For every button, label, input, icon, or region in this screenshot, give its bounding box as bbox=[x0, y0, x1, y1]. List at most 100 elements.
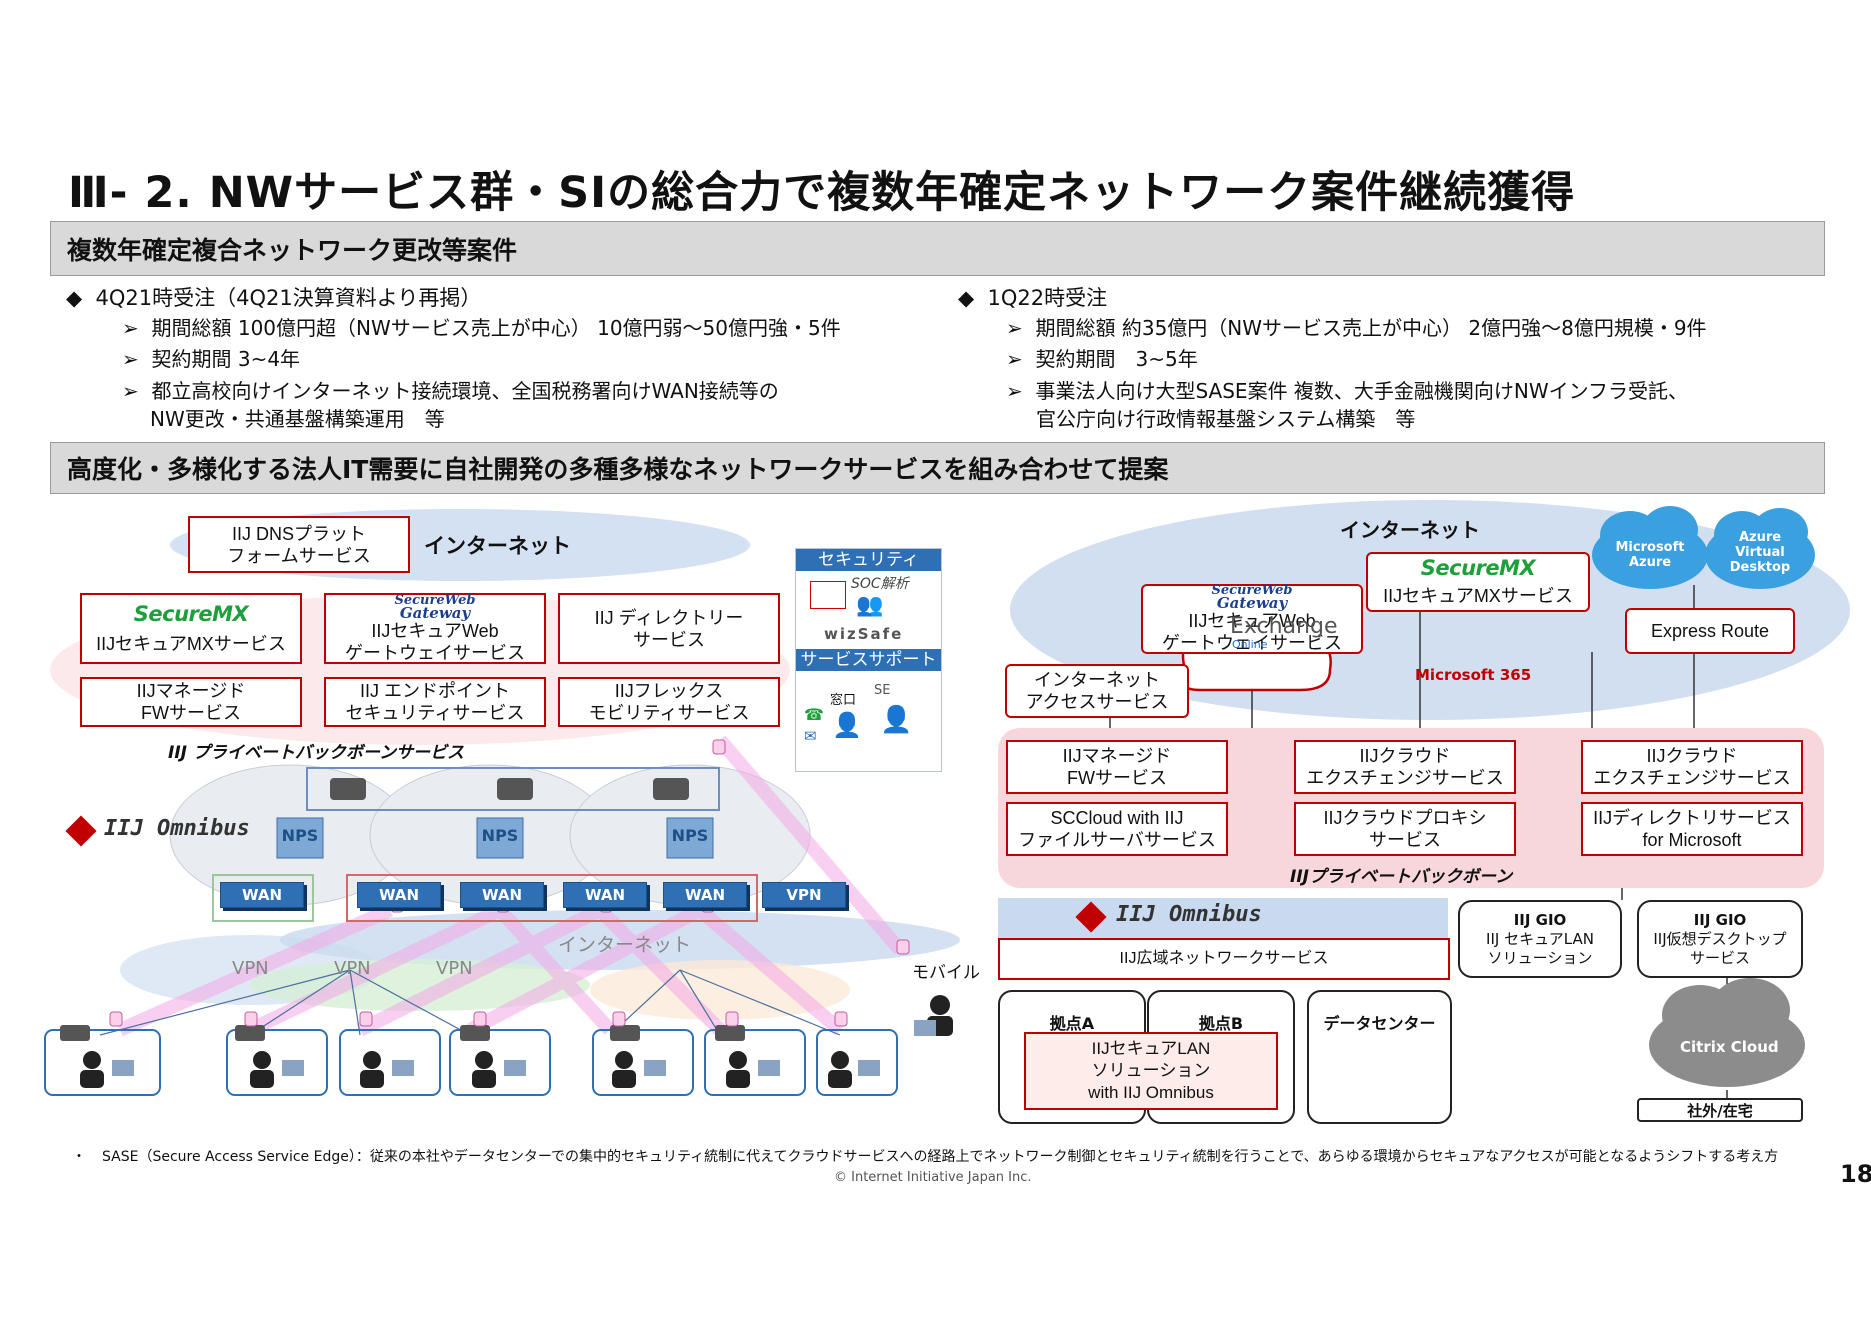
left-item-text: 契約期間 3~4年 bbox=[151, 347, 301, 371]
nps-label-2: NPS bbox=[481, 826, 519, 845]
box-line: IIJセキュアWeb bbox=[371, 620, 499, 641]
box-line: ソリューション bbox=[1091, 1061, 1211, 1080]
box-line: ゲートウェイサービス bbox=[345, 642, 525, 663]
right-bullet-head: ◆ 1Q22時受注 bbox=[958, 286, 1108, 310]
right-head-text: 1Q22時受注 bbox=[987, 286, 1108, 310]
managed-fw-box-right: IIJマネージド FWサービス bbox=[1006, 740, 1228, 794]
securemx-logo: SecureMX bbox=[133, 601, 249, 626]
wan-node-3: WAN bbox=[460, 882, 544, 908]
wan-node-4: WAN bbox=[563, 882, 647, 908]
azure-virtual-desktop-cloud: Azure Virtual Desktop bbox=[1705, 530, 1815, 575]
soc-label: SOC解析 bbox=[851, 576, 909, 592]
dns-platform-box: IIJ DNSプラット フォームサービス bbox=[188, 516, 410, 573]
securemx-logo: SecureMX bbox=[1420, 556, 1536, 580]
support-title: サービスサポート bbox=[796, 649, 941, 671]
box-line: IIJ ディレクトリー bbox=[594, 607, 744, 628]
box-line: エクスチェンジサービス bbox=[1593, 768, 1791, 788]
securemx-service-box-right: SecureMX IIJセキュアMXサービス bbox=[1366, 552, 1590, 612]
left-bullet-1: ➢ 期間総額 100億円超（NWサービス売上が中心） 10億円弱～50億円強・5… bbox=[122, 316, 841, 340]
cloud-line: Desktop bbox=[1729, 560, 1791, 575]
exchange-label: Exchange bbox=[1230, 614, 1338, 639]
wan-node-5: WAN bbox=[663, 882, 747, 908]
omnibus-logo: IIJ Omnibus bbox=[104, 816, 250, 841]
managed-fw-box: IIJマネージド FWサービス bbox=[80, 677, 302, 727]
box-line: IIJクラウド bbox=[1646, 746, 1738, 766]
omnibus-logo-right: IIJ Omnibus bbox=[1116, 902, 1262, 927]
internet-access-box: インターネット アクセスサービス bbox=[1005, 664, 1189, 718]
box-line: IIJセキュアMXサービス bbox=[96, 633, 286, 654]
engineer-icon: 👤 bbox=[880, 705, 913, 735]
box-line: IIJマネージド bbox=[1062, 746, 1172, 766]
exchange-online-label: Online bbox=[1232, 638, 1268, 651]
exchange-icon: E bbox=[1205, 620, 1216, 639]
box-line: FWサービス bbox=[141, 703, 241, 723]
box-line: IIJセキュアMXサービス bbox=[1383, 586, 1573, 606]
right-bullet-3: ➢ 事業法人向け大型SASE案件 複数、大手金融機関向けNWインフラ受託、 bbox=[1006, 379, 1689, 403]
copyright: © Internet Initiative Japan Inc. bbox=[834, 1170, 1032, 1185]
secure-lan-solution-box: IIJセキュアLAN ソリューション with IIJ Omnibus bbox=[1024, 1032, 1278, 1110]
box-line: IIJセキュアLAN bbox=[1091, 1039, 1211, 1058]
cloud-proxy-box: IIJクラウドプロキシ サービス bbox=[1294, 802, 1516, 856]
operator-icon: 👤 bbox=[832, 711, 862, 739]
right-bullet-1: ➢ 期間総額 約35億円（NWサービス売上が中心） 2億円強～8億円規模・9件 bbox=[1006, 316, 1707, 340]
box-line: IIJセキュアWeb bbox=[1188, 611, 1316, 631]
flex-mobility-box: IIJフレックス モビリティサービス bbox=[558, 677, 780, 727]
phone-icon: ☎ bbox=[804, 705, 824, 724]
security-title: セキュリティ bbox=[796, 549, 941, 571]
backbone-label: IIJ プライベートバックボーンサービス bbox=[168, 743, 465, 763]
box-line: IIJ GIO bbox=[1693, 910, 1747, 929]
wide-network-box: IIJ広域ネットワークサービス bbox=[998, 938, 1450, 980]
azure-cloud: Microsoft Azure bbox=[1595, 540, 1705, 570]
right-item-text: 事業法人向け大型SASE案件 複数、大手金融機関向けNWインフラ受託、 bbox=[1035, 379, 1689, 403]
box-line: SCCloud with IIJ bbox=[1050, 808, 1184, 828]
section-band-contracts: 複数年確定複合ネットワーク更改等案件 bbox=[50, 221, 1825, 276]
vpn-label-3: VPN bbox=[436, 958, 473, 979]
page-number: 18 bbox=[1840, 1160, 1871, 1188]
m365-label: Microsoft 365 bbox=[1415, 666, 1532, 684]
footnote-bullet: ・ bbox=[72, 1149, 86, 1165]
box-line: ゲートウェイサービス bbox=[1162, 633, 1342, 653]
cloud-exchange-box-2: IIJクラウド エクスチェンジサービス bbox=[1581, 740, 1803, 794]
express-route-box: Express Route bbox=[1625, 608, 1795, 654]
box-line: フォームサービス bbox=[227, 545, 371, 566]
mail-icon: ✉ bbox=[804, 727, 817, 745]
section-band-proposal: 高度化・多様化する法人IT需要に自社開発の多種多様なネットワークサービスを組み合… bbox=[50, 442, 1825, 494]
box-line: IIJフレックス bbox=[614, 681, 724, 701]
internet-label-lower: インターネット bbox=[558, 934, 692, 956]
swg-logo: SecureWeb bbox=[1211, 583, 1293, 598]
box-line: IIJ DNSプラット bbox=[231, 523, 366, 544]
cloud-line: Microsoft bbox=[1615, 540, 1685, 555]
directory-service-box: IIJ ディレクトリー サービス bbox=[558, 593, 780, 664]
sccloud-box: SCCloud with IIJ ファイルサーバサービス bbox=[1006, 802, 1228, 856]
left-bullet-2: ➢ 契約期間 3~4年 bbox=[122, 347, 301, 371]
nps-label-3: NPS bbox=[671, 826, 709, 845]
backbone-label-right: IIJプライベートバックボーン bbox=[1290, 867, 1513, 887]
swg-logo: SecureWeb bbox=[394, 592, 476, 608]
left-item-text: 期間総額 100億円超（NWサービス売上が中心） 10億円弱～50億円強・5件 bbox=[151, 316, 841, 340]
box-line: IIJ エンドポイント bbox=[359, 681, 510, 701]
people-icon: 👥 bbox=[856, 593, 884, 618]
page-title: Ⅲ- 2. NWサービス群・SIの総合力で複数年確定ネットワーク案件継続獲得 bbox=[68, 168, 1576, 218]
box-line: サービス bbox=[1369, 830, 1441, 850]
swg-logo: Gateway bbox=[1216, 594, 1288, 612]
footnote: SASE（Secure Access Service Edge）：従来の本社やデ… bbox=[102, 1149, 1779, 1165]
madoguchi-label: 窓口 bbox=[830, 693, 857, 708]
cloud-line: Virtual bbox=[1735, 545, 1785, 560]
left-item-text: 都立高校向けインターネット接続環境、全国税務署向けWAN接続等の bbox=[151, 379, 779, 403]
internet-label-right: インターネット bbox=[1340, 518, 1480, 542]
box-line: IIJクラウドプロキシ bbox=[1323, 808, 1487, 828]
box-line: IIJディレクトリサービス bbox=[1593, 808, 1791, 828]
box-line: サービス bbox=[633, 629, 705, 650]
security-support-panel: セキュリティ SOC解析 👥 wizSafe サービスサポート 窓口 SE ☎ … bbox=[795, 548, 942, 772]
left-bullet-3b: NW更改・共通基盤構築運用 等 bbox=[150, 407, 445, 431]
right-bullet-2: ➢ 契約期間 3~5年 bbox=[1006, 347, 1198, 371]
citrix-cloud-label: Citrix Cloud bbox=[1680, 1038, 1779, 1056]
right-item-text: 契約期間 3~5年 bbox=[1035, 347, 1198, 371]
left-bullet-head: ◆ 4Q21時受注（4Q21決算資料より再掲） bbox=[66, 286, 482, 310]
box-line: サービス bbox=[1689, 948, 1750, 967]
cloud-exchange-box-1: IIJクラウド エクスチェンジサービス bbox=[1294, 740, 1516, 794]
gio-secure-lan-box: IIJ GIO IIJ セキュアLAN ソリューション bbox=[1458, 900, 1622, 978]
datacenter-box: データセンター bbox=[1307, 990, 1452, 1124]
box-line: IIJ仮想デスクトップ bbox=[1653, 929, 1787, 948]
box-line: アクセスサービス bbox=[1025, 692, 1169, 712]
